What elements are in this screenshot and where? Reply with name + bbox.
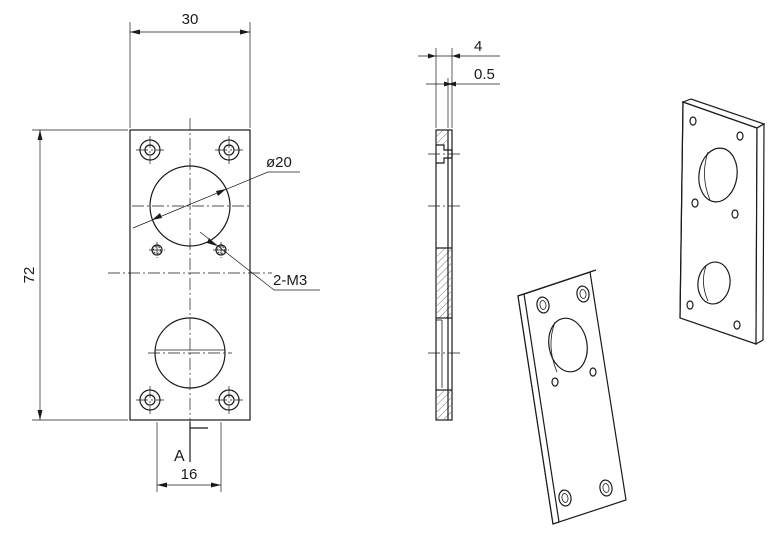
iso2-bore-upper — [698, 147, 738, 203]
thread-callout-label: 2-M3 — [273, 272, 307, 289]
iso2-face — [679, 101, 758, 345]
width-dim-label: 30 — [182, 11, 199, 28]
isometric-view-back — [679, 98, 766, 346]
iso2-bore-lower — [697, 261, 731, 305]
corner-hole-bl — [136, 386, 164, 414]
side-view: 4 0.5 — [418, 38, 500, 421]
corner-hole-tr — [215, 136, 243, 164]
offset-dim-label: 16 — [181, 466, 198, 483]
section-hatch-upper — [437, 248, 451, 318]
front-view: 30 72 ø20 2-M3 — [21, 11, 320, 492]
iso1-side-edge — [517, 293, 560, 525]
large-bore-upper — [149, 165, 231, 247]
section-hatch-top — [437, 131, 447, 145]
thickness-dim-label: 4 — [474, 38, 482, 55]
side-body — [435, 129, 453, 421]
iso1-bore — [548, 317, 588, 373]
dim-height: 72 — [21, 129, 128, 421]
corner-hole-tl — [136, 136, 164, 164]
dim-offset: A 16 — [156, 422, 222, 492]
m3-hole-left — [149, 242, 165, 258]
section-hatch-lower — [437, 390, 451, 419]
dim-thickness: 4 — [418, 38, 500, 128]
height-dim-label: 72 — [21, 267, 38, 284]
m3-hole-right — [213, 242, 229, 258]
dim-step: 0.5 — [426, 66, 500, 128]
section-marker-label: A — [174, 448, 185, 465]
isometric-view-front — [517, 269, 627, 525]
corner-hole-br — [215, 386, 243, 414]
dim-thread-callout: 2-M3 — [199, 231, 320, 291]
diameter-dim-label: ø20 — [266, 154, 292, 171]
dim-width: 30 — [129, 11, 251, 128]
step-dim-label: 0.5 — [474, 66, 495, 83]
dim-diameter: ø20 — [132, 154, 300, 229]
iso2-side-edge — [755, 122, 765, 346]
